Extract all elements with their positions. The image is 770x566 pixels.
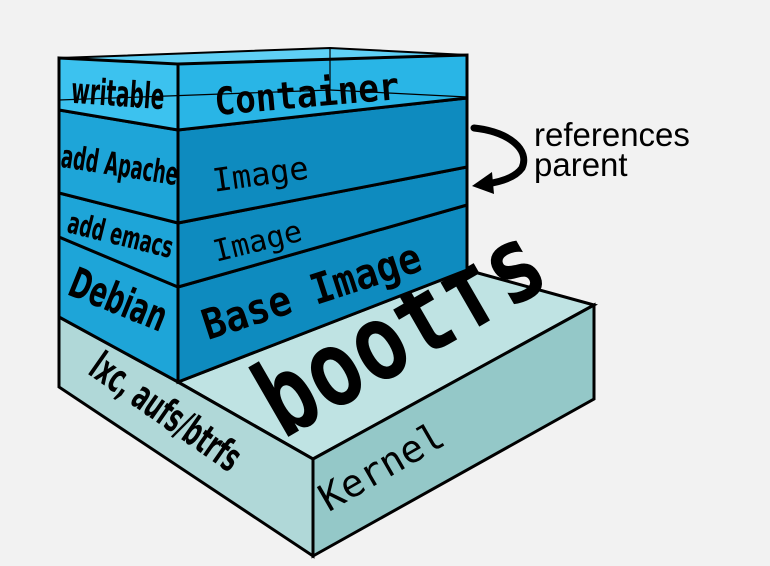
apache-image-layer: add Apache Image xyxy=(57,96,469,225)
container-side-label: writable xyxy=(70,70,166,118)
references-parent-annotation: references parent xyxy=(470,116,690,194)
annotation-line2: parent xyxy=(534,146,628,183)
curved-arrow-icon xyxy=(470,124,528,194)
container-front-face xyxy=(176,53,469,132)
annotation-line1: references xyxy=(534,116,690,153)
